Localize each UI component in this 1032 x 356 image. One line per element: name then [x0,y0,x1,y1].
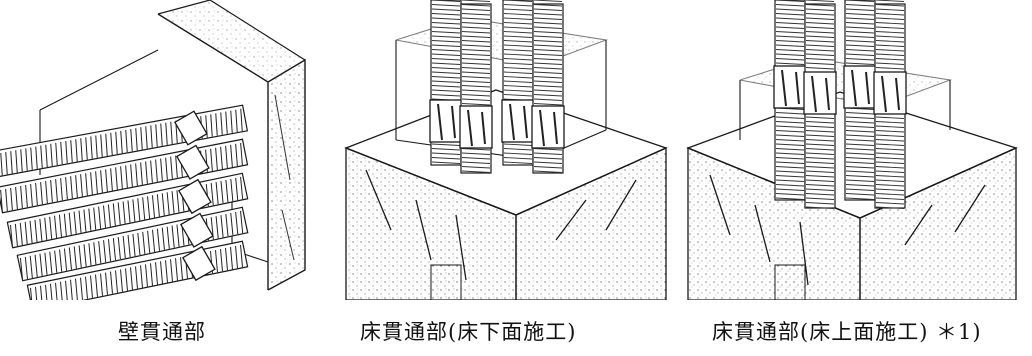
caption-floor-above: 床貫通部(床上面施工) ＊1) [712,320,982,344]
corrugated-pipe [501,0,535,166]
floor-below-illustration [336,0,676,300]
corrugated-pipe [429,0,463,166]
floor-slab [686,91,1018,300]
caption-floor-below: 床貫通部(床下面施工) [360,320,577,344]
floor-above-illustration [680,0,1032,300]
pipe-bundle [0,104,249,300]
corrugated-pipe [803,0,837,209]
pipe-bundle [773,0,907,209]
corrugated-pipe [16,206,249,282]
corrugated-pipe [773,0,807,201]
floor-below-drawing [344,0,668,300]
corrugated-pipe [843,0,877,201]
pipe-bundle [429,0,565,174]
wall-penetration-drawing [0,0,306,300]
wall-block [39,0,306,291]
corrugated-pipe [531,0,565,174]
caption-wall-penetration: 壁貫通部 [118,320,206,344]
wall-penetration-illustration [0,0,340,300]
corrugated-pipe [0,138,249,214]
corrugated-pipe [0,104,249,177]
floor-above-drawing [686,0,1018,300]
corrugated-pipe [26,240,249,300]
corrugated-pipe [873,0,907,209]
corrugated-pipe [6,172,249,249]
corrugated-pipe [459,0,493,174]
